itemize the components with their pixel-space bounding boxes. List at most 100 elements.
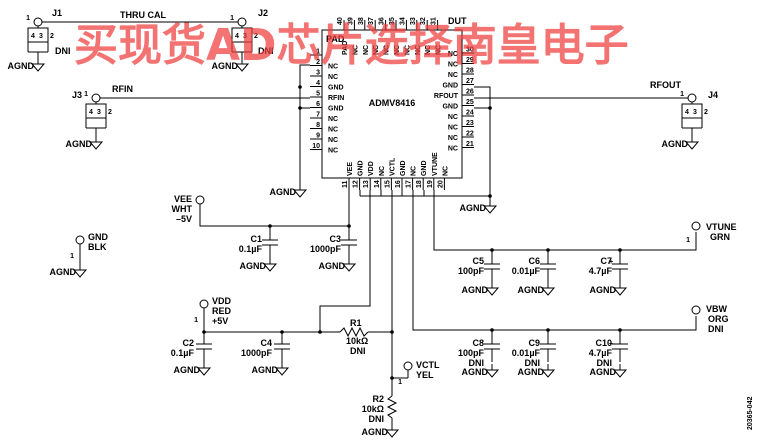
- right-pin-number: 27: [466, 78, 474, 85]
- vtune-net: [433, 190, 697, 251]
- ground-symbol: [72, 269, 88, 278]
- bottom-pin-label: GND: [358, 160, 365, 176]
- c8-ref: C8: [472, 338, 484, 348]
- agnd-label: AGND: [174, 365, 201, 375]
- right-pin-number: 21: [466, 141, 474, 148]
- bottom-pin-label: NC: [442, 166, 449, 176]
- c4-value: 1000pF: [241, 348, 273, 358]
- right-pin-label: NC: [448, 125, 458, 132]
- connector-pin: 3: [39, 33, 43, 40]
- r2-dni: DNI: [369, 414, 385, 424]
- r2-value: 10kΩ: [362, 404, 384, 414]
- left-pin-label: NC: [328, 116, 338, 123]
- bottom-pin-number: 19: [427, 180, 434, 188]
- connector-pin: 1: [680, 91, 684, 98]
- vtune-color: GRN: [710, 232, 730, 242]
- connector-pin: 2: [50, 33, 54, 40]
- r1-resistor: [339, 326, 369, 338]
- vbw-net: [412, 190, 697, 331]
- agnd-label: AGND: [240, 261, 267, 271]
- bottom-pin-label: VCTL: [389, 157, 396, 176]
- bottom-pin-label: GND: [400, 160, 407, 176]
- junction-dot: [488, 106, 492, 110]
- left-pin-label: RFIN: [328, 95, 344, 102]
- right-pin-number: 22: [466, 131, 474, 138]
- top-pin-number: 39: [347, 17, 354, 25]
- bottom-pin-number: 20: [437, 180, 444, 188]
- c7-value: 4.7µF: [589, 266, 613, 276]
- agnd-label: AGND: [462, 285, 489, 295]
- vbw-color: ORG: [708, 314, 729, 324]
- r2-resistor: [386, 395, 398, 419]
- right-pin-label: NC: [448, 114, 458, 121]
- left-pin-number: 6: [316, 101, 320, 108]
- vdd-label: VDD: [212, 296, 232, 306]
- vdd-to-pin13: [319, 190, 371, 332]
- left-pin-label: NC: [328, 137, 338, 144]
- c2-value: 0.1µF: [171, 348, 195, 358]
- chip-name: ADMV8416: [369, 98, 416, 108]
- ground-symbol: [540, 287, 556, 296]
- ground-symbol: [341, 263, 357, 272]
- vtune-tp-pin: 1: [686, 237, 690, 244]
- ground-symbol: [262, 263, 278, 272]
- agnd-label: AGND: [270, 187, 297, 197]
- gnd-tp-color: BLK: [88, 242, 107, 252]
- figure-id: 20365-042: [747, 396, 754, 430]
- connector-pin: 2: [254, 33, 258, 40]
- left-pin-number: 3: [316, 70, 320, 77]
- left-pin-number: 1: [316, 49, 320, 56]
- bottom-pin-number: 11: [342, 180, 349, 188]
- c1-ref: C1: [250, 234, 262, 244]
- top-pin-number: 31: [431, 17, 438, 25]
- r1-dni: DNI: [350, 346, 366, 356]
- connector-pin: 4: [31, 33, 35, 40]
- top-pin-label: NC: [394, 45, 401, 55]
- j3-ref: J3: [72, 90, 82, 100]
- junction-dot: [298, 106, 302, 110]
- r1-ref: R1: [350, 318, 362, 328]
- c10-polarity: +: [609, 341, 613, 348]
- agnd-label: AGND: [460, 203, 487, 213]
- c10-dni: DNI: [597, 358, 613, 368]
- ground-symbol: [484, 369, 500, 378]
- right-pin-number: 24: [466, 110, 474, 117]
- bottom-pin-label: VEE: [347, 162, 354, 176]
- bottom-pin-label: GND: [421, 160, 428, 176]
- left-pin-label: NC: [328, 74, 338, 81]
- c8-value: 100pF: [458, 348, 485, 358]
- left-pin-number: 9: [316, 133, 320, 140]
- connector-pin: 3: [243, 33, 247, 40]
- connector-j1-center: [33, 17, 43, 27]
- top-pin-label: NC: [373, 45, 380, 55]
- c1-value: 0.1µF: [239, 244, 263, 254]
- ground-symbol: [612, 287, 628, 296]
- vbw-dni: DNI: [708, 324, 724, 334]
- connector-pin: 3: [97, 109, 101, 116]
- bottom-pin-label: NC: [411, 166, 418, 176]
- c7-ref: C7: [600, 256, 612, 266]
- connector-pin: 1: [230, 15, 234, 22]
- ground-symbol: [274, 367, 290, 376]
- ground-symbol: [196, 367, 212, 376]
- watermark-text: 买现货AD芯片选择南皇电子: [74, 20, 629, 71]
- ground-symbol: [482, 205, 498, 214]
- agnd-label: AGND: [66, 139, 93, 149]
- right-pin-number: 25: [466, 99, 474, 106]
- left-pin-label: GND: [328, 85, 344, 92]
- j4-ref: J4: [708, 90, 718, 100]
- j2-ref: J2: [258, 8, 268, 18]
- left-pin-label: NC: [328, 127, 338, 134]
- c10-value: 4.7µF: [589, 348, 613, 358]
- ground-symbol: [540, 369, 556, 378]
- agnd-label: AGND: [590, 367, 617, 377]
- thru-cal-label: THRU CAL: [120, 10, 166, 20]
- bottom-pin-number: 15: [384, 180, 391, 188]
- right-pin-label: RFOUT: [434, 93, 459, 100]
- top-pin-number: 38: [358, 17, 365, 25]
- agnd-label: AGND: [462, 367, 489, 377]
- top-pin-label: NC: [436, 45, 443, 55]
- j1-dni: DNI: [55, 46, 71, 56]
- agnd-label: AGND: [8, 61, 35, 71]
